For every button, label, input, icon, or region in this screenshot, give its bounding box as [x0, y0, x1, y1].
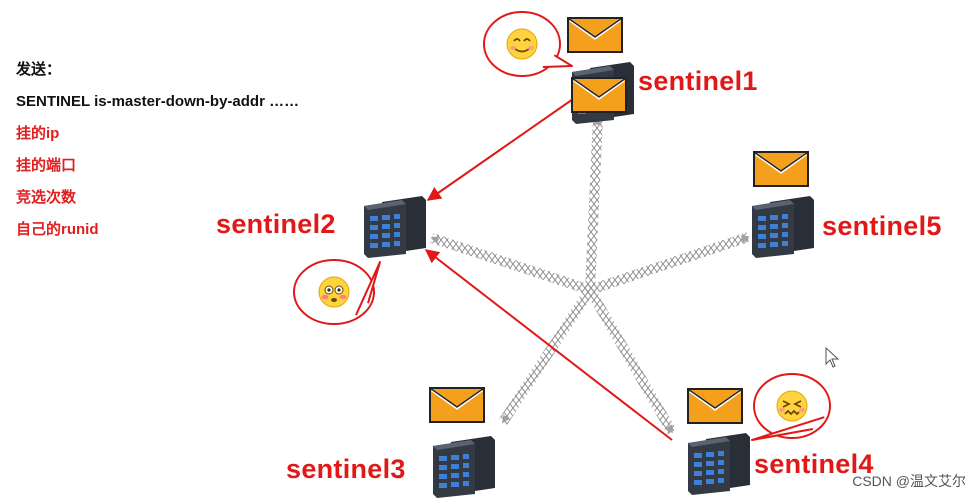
broadcast-line-sentinel3: [498, 287, 595, 425]
param-election-epoch: 竞选次数: [16, 189, 77, 206]
sentinel5-server-icon: [752, 196, 814, 258]
sentinel2-speech-bubble: [293, 259, 381, 325]
broadcast-line-sentinel4: [585, 287, 677, 435]
flushed-face-icon: [318, 276, 350, 308]
param-runid: 自己的runid: [16, 221, 99, 238]
sentinel4-envelope-icon: [687, 388, 743, 424]
broadcast-arrowhead-sentinel3: [502, 414, 510, 424]
sentinel1-speech-bubble: [483, 11, 573, 77]
smiling-face-icon: [506, 28, 538, 60]
sentinel2-label: sentinel2: [216, 209, 336, 239]
sentinel5-label: sentinel5: [822, 211, 942, 241]
sentinel4-server-icon: [688, 433, 750, 495]
watermark: CSDN @温文艾尔: [852, 473, 966, 489]
sentinel4-label: sentinel4: [754, 449, 874, 479]
param-master-port: 挂的端口: [16, 157, 77, 174]
sentinel2-server-icon: [364, 196, 426, 258]
vote-arrows: [424, 89, 673, 441]
broadcast-line-sentinel1: [585, 117, 603, 291]
broadcast-line-sentinel5: [588, 232, 750, 295]
broadcast-arrowhead-sentinel5: [740, 235, 750, 243]
sentinel1-envelope-icon: [567, 17, 623, 53]
sentinel1-second-envelope-icon: [571, 77, 627, 113]
confounded-face-icon: [776, 390, 808, 422]
sentinel4-speech-bubble: [751, 373, 831, 441]
sentinel3-server-icon: [433, 436, 495, 498]
command-text: SENTINEL is-master-down-by-addr ……: [16, 93, 300, 110]
vote-arrow-sentinel4-to-sentinel2: [424, 249, 673, 441]
param-master-ip: 挂的ip: [16, 125, 60, 142]
sentinel-nodes: [293, 11, 840, 498]
vote-arrow-sentinel1-to-sentinel2: [426, 89, 587, 201]
mouse-cursor-icon: [825, 346, 840, 368]
sentinel3-envelope-icon: [429, 387, 485, 423]
sentinel1-label: sentinel1: [638, 66, 758, 96]
broadcast-arrowhead-sentinel2: [430, 236, 440, 244]
send-heading: 发送：: [16, 61, 62, 78]
sentinel5-envelope-icon: [753, 151, 809, 187]
broadcast-line-sentinel2: [430, 233, 592, 295]
broadcast-lines: [430, 116, 750, 435]
sentinel3-label: sentinel3: [286, 454, 406, 484]
broadcast-arrowhead-sentinel4: [665, 424, 673, 434]
